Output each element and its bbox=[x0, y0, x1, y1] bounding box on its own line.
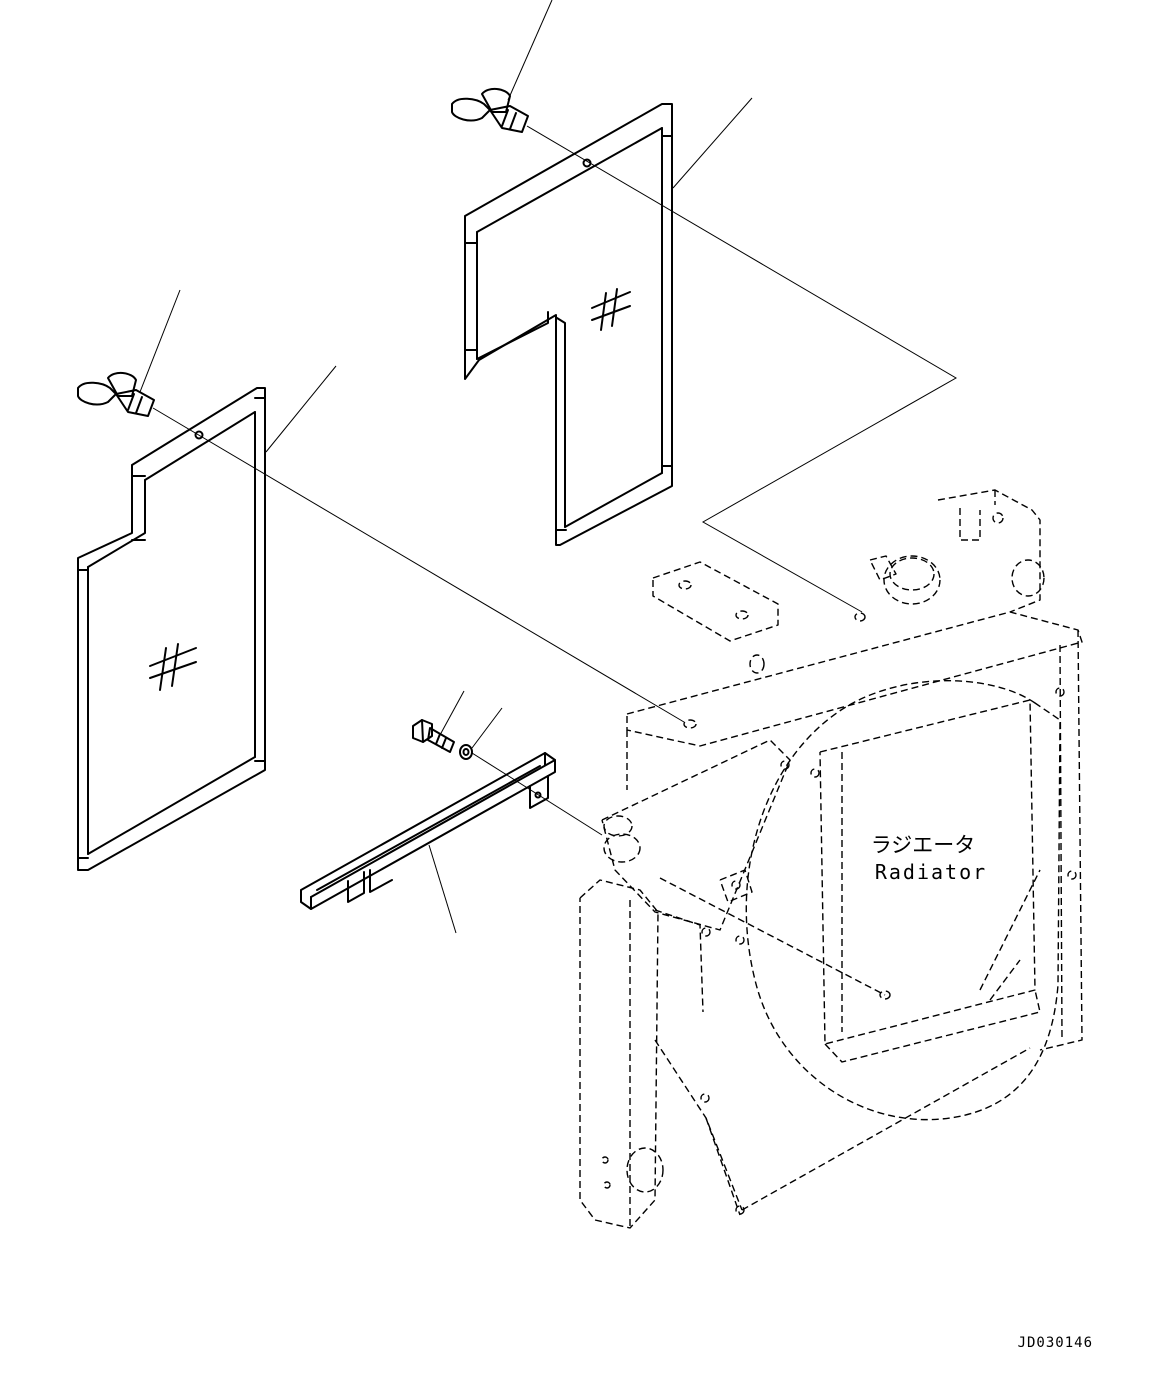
radiator-label-en: Radiator bbox=[875, 860, 987, 884]
mesh-symbol-left bbox=[149, 643, 197, 691]
leader-bracket bbox=[428, 844, 457, 934]
leader-lines bbox=[139, 0, 957, 996]
alignment-line-bolt bbox=[471, 752, 603, 836]
alignment-line-hidden bbox=[659, 877, 886, 996]
screen-left bbox=[77, 387, 266, 871]
leader-screen-top bbox=[672, 97, 753, 189]
leader-washer bbox=[471, 707, 503, 749]
alignment-line-top bbox=[526, 125, 957, 613]
radiator-assembly bbox=[579, 489, 1083, 1229]
hex-bolt bbox=[412, 719, 455, 753]
wing-bolt-left bbox=[77, 372, 155, 417]
drawing-code: JD030146 bbox=[1018, 1335, 1093, 1351]
screen-top bbox=[464, 103, 673, 546]
leader-wing-bolt-top bbox=[507, 0, 553, 101]
alignment-line-left bbox=[152, 407, 685, 723]
washer bbox=[459, 744, 473, 760]
leader-wing-bolt-left bbox=[139, 289, 181, 393]
leader-bolt bbox=[439, 690, 465, 736]
wing-bolt-top bbox=[451, 88, 529, 133]
leader-screen-left bbox=[265, 365, 337, 453]
mesh-symbol-top bbox=[591, 288, 631, 331]
radiator-label-jp: ラジエータ bbox=[871, 833, 976, 857]
guide-bracket bbox=[300, 752, 556, 910]
